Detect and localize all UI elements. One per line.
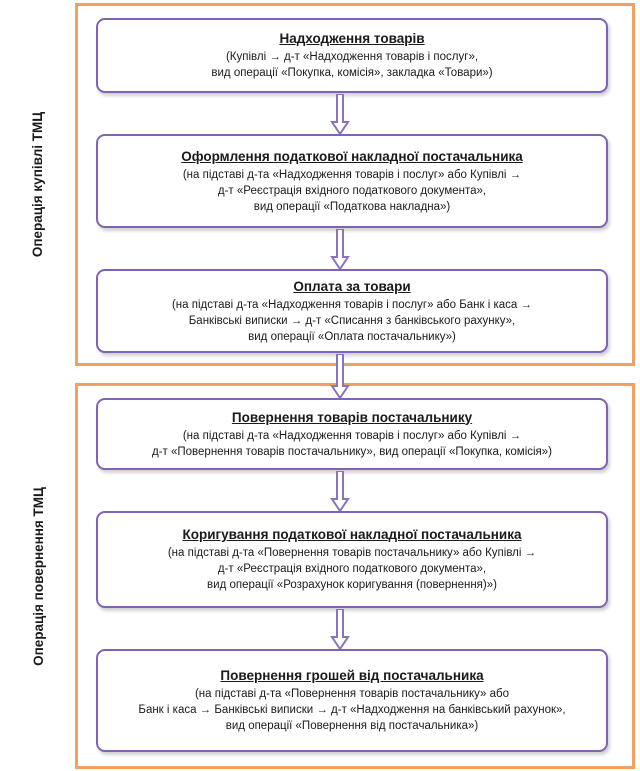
step-line: Банківські виписки → д-т «Списання з бан… [188, 314, 516, 327]
step-title: Повернення товарів постачальнику [231, 409, 473, 425]
step-title: Оформлення податкової накладної постачал… [181, 148, 523, 164]
step-line: вид операції «Оплата постачальнику») [248, 330, 456, 343]
return-section-label-text: Операція повернення ТМЦ [30, 486, 46, 666]
down-arrow-icon [330, 471, 350, 511]
step-line: Банк і каса → Банківські виписки → д-т «… [138, 704, 566, 716]
step-title: Коригування податкової накладної постача… [182, 527, 522, 542]
step-line: (на підставі д-та «Повернення товарів по… [167, 547, 537, 559]
step-line: (на підставі д-та «Надходження товарів і… [171, 298, 533, 311]
purchase-section-label-text: Операція купівлі ТМЦ [30, 111, 46, 258]
step-title: Надходження товарів [279, 31, 425, 46]
step-goods-receipt: Надходження товарів (Купівлі → д-т «Надх… [96, 18, 608, 93]
step-supplier-tax-invoice: Оформлення податкової накладної постачал… [96, 134, 608, 228]
step-return-goods: Повернення товарів постачальнику (на під… [96, 398, 608, 470]
step-line: (Купівлі → д-т «Надходження товарів і по… [225, 51, 479, 63]
step-line: вид операції «Покупка, комісія», закладк… [211, 67, 493, 79]
step-line: вид операції «Податкова накладна») [253, 200, 451, 213]
down-arrow-icon [330, 354, 350, 398]
purchase-section-label: Операція купівлі ТМЦ [18, 3, 58, 366]
return-section-label: Операція повернення ТМЦ [18, 383, 58, 769]
step-line: вид операції «Повернення від постачальни… [225, 720, 479, 732]
purchase-section-frame [75, 3, 635, 366]
step-line: д-т «Реєстрація вхідного податкового док… [217, 184, 487, 197]
step-line: д-т «Реєстрація вхідного податкового док… [217, 563, 487, 575]
down-arrow-icon [330, 229, 350, 269]
step-title: Повернення грошей від постачальника [220, 668, 484, 683]
return-section-frame [75, 383, 635, 769]
down-arrow-icon [330, 609, 350, 649]
step-title: Оплата за товари [293, 278, 411, 294]
step-line: д-т «Повернення товарів постачальнику», … [151, 445, 553, 458]
step-goods-payment: Оплата за товари (на підставі д-та «Надх… [96, 269, 608, 353]
step-money-refund: Повернення грошей від постачальника (на … [96, 649, 608, 752]
step-line: вид операції «Розрахунок коригування (по… [207, 579, 497, 591]
step-line: (на підставі д-та «Надходження товарів і… [182, 168, 522, 181]
down-arrow-icon [330, 94, 350, 134]
step-line: (на підставі д-та «Повернення товарів по… [194, 688, 510, 700]
step-line: (на підставі д-та «Надходження товарів і… [182, 429, 522, 442]
step-tax-invoice-correction: Коригування податкової накладної постача… [96, 511, 608, 608]
